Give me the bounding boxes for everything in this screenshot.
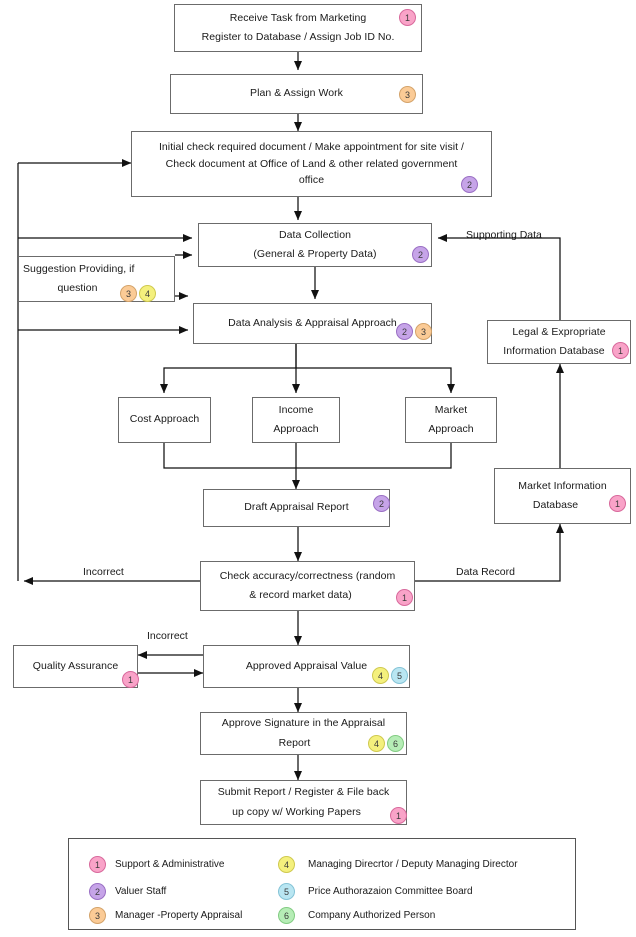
node-line: & record market data) <box>249 589 352 601</box>
edge-label-data-record: Data Record <box>456 566 515 578</box>
node-line: Approve Signature in the Appraisal <box>221 717 386 730</box>
node-data-analysis[interactable]: Data Analysis & Appraisal Approach <box>193 303 432 344</box>
role-badge-2: 2 <box>373 495 390 512</box>
role-badge-3: 3 <box>399 86 416 103</box>
edge-label-incorrect-check: Incorrect <box>83 566 124 578</box>
legend-label-3: Manager -Property Appraisal <box>115 910 243 921</box>
role-badge-2: 2 <box>412 246 429 263</box>
node-line: office <box>298 174 325 187</box>
role-badge-6: 6 <box>387 735 404 752</box>
role-badge-1: 1 <box>390 807 407 824</box>
node-approved-value[interactable]: Approved Appraisal Value <box>203 645 410 688</box>
node-line: Receive Task from Marketing <box>229 11 367 24</box>
node-line: Report <box>278 736 311 749</box>
node-plan-assign-work[interactable]: Plan & Assign Work <box>170 74 423 114</box>
legend-badge-6: 6 <box>278 907 295 924</box>
node-line: Check document at Office of Land & other… <box>165 157 458 170</box>
role-badge-4: 4 <box>368 735 385 752</box>
node-line: Approach <box>273 423 319 435</box>
node-line: Submit Report / Register & File back <box>217 786 390 799</box>
node-line: Legal & Expropriate <box>512 325 606 338</box>
role-badge-2: 2 <box>396 323 413 340</box>
node-line: Data Collection <box>279 228 351 241</box>
node-line: Market Information <box>518 479 607 492</box>
node-line: Approved Appraisal Value <box>245 659 368 672</box>
legend-label-6: Company Authorized Person <box>308 910 436 921</box>
node-receive-task[interactable]: Receive Task from Marketing Register to … <box>174 4 422 52</box>
role-badge-1: 1 <box>399 9 416 26</box>
node-line: Plan & Assign Work <box>250 87 343 100</box>
role-badge-5: 5 <box>391 667 408 684</box>
role-badge-4: 4 <box>372 667 389 684</box>
node-line: Check accuracy/correctness (random <box>219 569 396 582</box>
node-line: Suggestion Providing, if <box>23 262 135 275</box>
node-line: Draft Appraisal Report <box>244 501 349 514</box>
node-data-collection[interactable]: Data Collection (General & Property Data… <box>198 223 432 267</box>
legend-panel: 1 Support & Administrative 2 Valuer Staf… <box>68 838 576 930</box>
legend-label-4: Managing Direcrtor / Deputy Managing Dir… <box>308 859 518 870</box>
node-quality-assurance[interactable]: Quality Assurance <box>13 645 138 688</box>
node-draft-report[interactable]: Draft Appraisal Report <box>203 489 390 527</box>
node-line: Register to Database / Assign Job ID No. <box>201 31 395 43</box>
legend-label-2: Valuer Staff <box>115 886 167 897</box>
node-cost-approach[interactable]: Cost Approach <box>118 397 211 443</box>
node-line: question <box>57 282 98 294</box>
node-market-database[interactable]: Market Information Database <box>494 468 631 524</box>
node-check-accuracy[interactable]: Check accuracy/correctness (random & rec… <box>200 561 415 611</box>
node-submit-report[interactable]: Submit Report / Register & File back up … <box>200 780 407 825</box>
role-badge-1: 1 <box>609 495 626 512</box>
legend-badge-4: 4 <box>278 856 295 873</box>
node-line: Quality Assurance <box>32 659 119 672</box>
node-initial-check[interactable]: Initial check required document / Make a… <box>131 131 492 197</box>
role-badge-1: 1 <box>396 589 413 606</box>
legend-label-5: Price Authorazaion Committee Board <box>308 886 473 897</box>
node-line: Information Database <box>503 345 605 357</box>
role-badge-3: 3 <box>415 323 432 340</box>
node-line: up copy w/ Working Papers <box>232 805 361 818</box>
legend-badge-1: 1 <box>89 856 106 873</box>
node-line: Initial check required document / Make a… <box>158 140 465 153</box>
legend-label-1: Support & Administrative <box>115 859 225 870</box>
role-badge-1: 1 <box>122 671 139 688</box>
role-badge-4: 4 <box>139 285 156 302</box>
role-badge-2: 2 <box>461 176 478 193</box>
node-legal-database[interactable]: Legal & Expropriate Information Database <box>487 320 631 364</box>
node-line: Data Analysis & Appraisal Approach <box>228 316 397 329</box>
node-line: Database <box>532 499 579 511</box>
role-badge-3: 3 <box>120 285 137 302</box>
node-line: Cost Approach <box>129 413 200 426</box>
node-line: Income <box>278 403 314 416</box>
legend-badge-2: 2 <box>89 883 106 900</box>
node-line: Market <box>434 403 468 416</box>
role-badge-1: 1 <box>612 342 629 359</box>
node-line: Approach <box>428 423 474 435</box>
node-income-approach[interactable]: Income Approach <box>252 397 340 443</box>
legend-badge-3: 3 <box>89 907 106 924</box>
edge-label-supporting-data: Supporting Data <box>466 229 542 241</box>
legend-badge-5: 5 <box>278 883 295 900</box>
node-market-approach[interactable]: Market Approach <box>405 397 497 443</box>
node-line: (General & Property Data) <box>253 248 377 260</box>
edge-label-incorrect-qa: Incorrect <box>147 630 188 642</box>
